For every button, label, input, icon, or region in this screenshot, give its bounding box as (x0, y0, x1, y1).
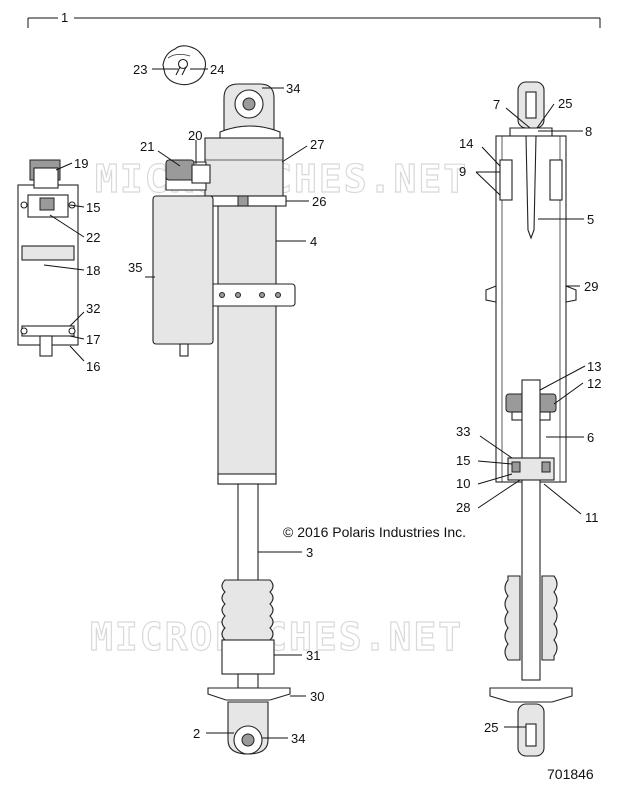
callout-6: 6 (587, 430, 594, 445)
callout-10: 10 (456, 476, 470, 491)
callout-35: 35 (128, 260, 142, 275)
callout-33: 33 (456, 424, 470, 439)
reservoir-section (17, 159, 79, 357)
reservoir-cap-part (162, 45, 207, 86)
assembly-bracket (27, 17, 601, 28)
callout-19: 19 (74, 156, 88, 171)
callout-18: 18 (86, 263, 100, 278)
callout-16: 16 (86, 359, 100, 374)
callout-31: 31 (306, 648, 320, 663)
callout-17: 17 (86, 332, 100, 347)
callout-26: 26 (312, 194, 326, 209)
figure-number: 701846 (547, 766, 594, 782)
watermark-bottom: MICROFICHES.NET (90, 615, 463, 659)
callout-3: 3 (306, 545, 313, 560)
callout-1: 1 (61, 10, 68, 25)
shock-main-body (152, 83, 296, 755)
callout-15-left: 15 (86, 200, 100, 215)
callout-8: 8 (585, 124, 592, 139)
callout-24: 24 (210, 62, 224, 77)
callout-30: 30 (310, 689, 324, 704)
leader-lines (43, 68, 586, 739)
callout-12: 12 (587, 376, 601, 391)
callout-20: 20 (188, 128, 202, 143)
callout-32: 32 (86, 301, 100, 316)
callout-9: 9 (459, 164, 466, 179)
copyright-text: © 2016 Polaris Industries Inc. (283, 524, 466, 540)
callout-labels: 1 23 24 34 21 20 27 26 4 35 19 15 22 18 … (61, 10, 601, 746)
callout-25-top: 25 (558, 96, 572, 111)
callout-34-bottom: 34 (291, 731, 305, 746)
callout-15-right: 15 (456, 453, 470, 468)
callout-4: 4 (310, 234, 317, 249)
callout-11: 11 (585, 510, 599, 525)
callout-27: 27 (310, 137, 324, 152)
callout-2: 2 (193, 726, 200, 741)
callout-29: 29 (584, 279, 598, 294)
callout-25-bottom: 25 (484, 720, 498, 735)
callout-22: 22 (86, 230, 100, 245)
shock-cutaway-section (485, 81, 577, 757)
callout-34-top: 34 (286, 81, 300, 96)
callout-23: 23 (133, 62, 147, 77)
callout-21: 21 (140, 139, 154, 154)
callout-14: 14 (459, 136, 473, 151)
callout-7: 7 (493, 97, 500, 112)
callout-13: 13 (587, 359, 601, 374)
callout-5: 5 (587, 212, 594, 227)
callout-28: 28 (456, 500, 470, 515)
